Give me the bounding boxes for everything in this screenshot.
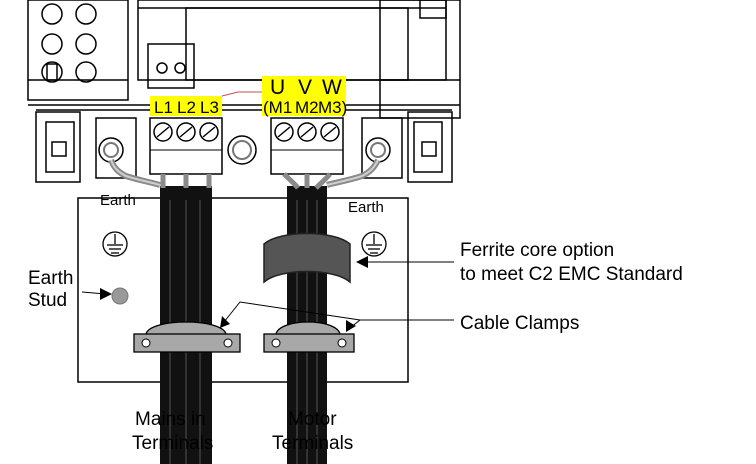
earth-stud-icon	[111, 287, 129, 305]
motor-terminal-block	[270, 117, 344, 175]
drive-housing	[27, 0, 461, 119]
terminal-label-m1: (M1	[263, 98, 292, 117]
mains-terminal-block	[149, 117, 223, 175]
terminal-label-m2: M2	[295, 98, 319, 117]
motor-label-line2: Terminals	[272, 433, 353, 454]
terminal-label-u: U	[270, 76, 285, 99]
terminal-label-v: V	[298, 76, 312, 99]
earth-label-right: Earth	[348, 199, 384, 216]
terminal-label-l1: L1	[154, 98, 173, 117]
earth-stud-label-line2: Stud	[28, 290, 67, 311]
mains-terminal-highlight	[150, 96, 222, 116]
gland-plate	[77, 197, 409, 383]
mains-label-line1: Mains in	[135, 409, 206, 430]
earth-symbol-left-icon	[102, 231, 128, 257]
centre-screw-icon	[227, 135, 257, 165]
ferrite-label-line2: to meet C2 EMC Standard	[460, 264, 683, 285]
right-mounting-bracket	[361, 111, 453, 183]
motor-cable-clamp	[263, 321, 355, 353]
right-mounting-screw-icon	[365, 137, 391, 163]
earth-stud-label-line1: Earth	[28, 268, 73, 289]
motor-terminal-highlight	[262, 76, 346, 116]
left-mounting-bracket	[35, 111, 137, 183]
callout-arrowheads	[100, 256, 368, 332]
terminal-label-w: W	[322, 76, 342, 99]
terminal-label-l2: L2	[177, 98, 196, 117]
cable-clamps-label: Cable Clamps	[460, 313, 579, 334]
mains-label-line2: Terminals	[132, 433, 213, 454]
aux-connector-holes	[156, 62, 186, 74]
terminal-label-m3: M3)	[318, 98, 347, 117]
terminal-label-l3: L3	[200, 98, 219, 117]
internal-link-wire	[221, 91, 262, 97]
motor-label-line1: Motor	[288, 409, 337, 430]
earth-label-left: Earth	[100, 192, 136, 209]
ferrite-core	[263, 232, 351, 284]
earth-symbol-right-icon	[361, 231, 387, 257]
upper-left-connector-holes	[41, 3, 97, 83]
left-mounting-screw-icon	[98, 137, 124, 163]
ferrite-label-line1: Ferrite core option	[460, 240, 614, 261]
mains-cable-clamp	[133, 321, 241, 353]
